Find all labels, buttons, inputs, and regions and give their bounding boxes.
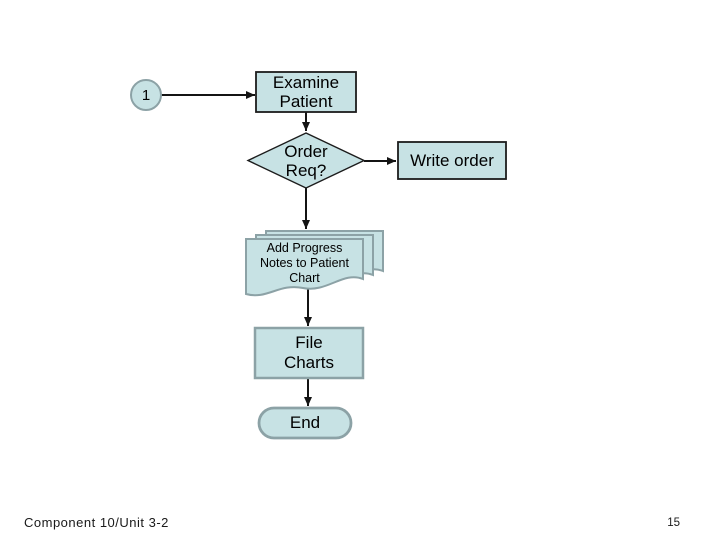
decision-order-req-shape — [246, 132, 366, 189]
terminator-end-shape — [257, 406, 353, 440]
process-file-charts-shape — [253, 326, 365, 380]
document-front-shape — [245, 238, 364, 297]
footer-text: Component 10/Unit 3-2 — [24, 515, 169, 530]
process-examine-patient-shape — [255, 71, 357, 113]
process-write-order-shape — [397, 141, 507, 180]
page-number: 15 — [667, 517, 680, 529]
start-marker-circle — [130, 79, 162, 111]
